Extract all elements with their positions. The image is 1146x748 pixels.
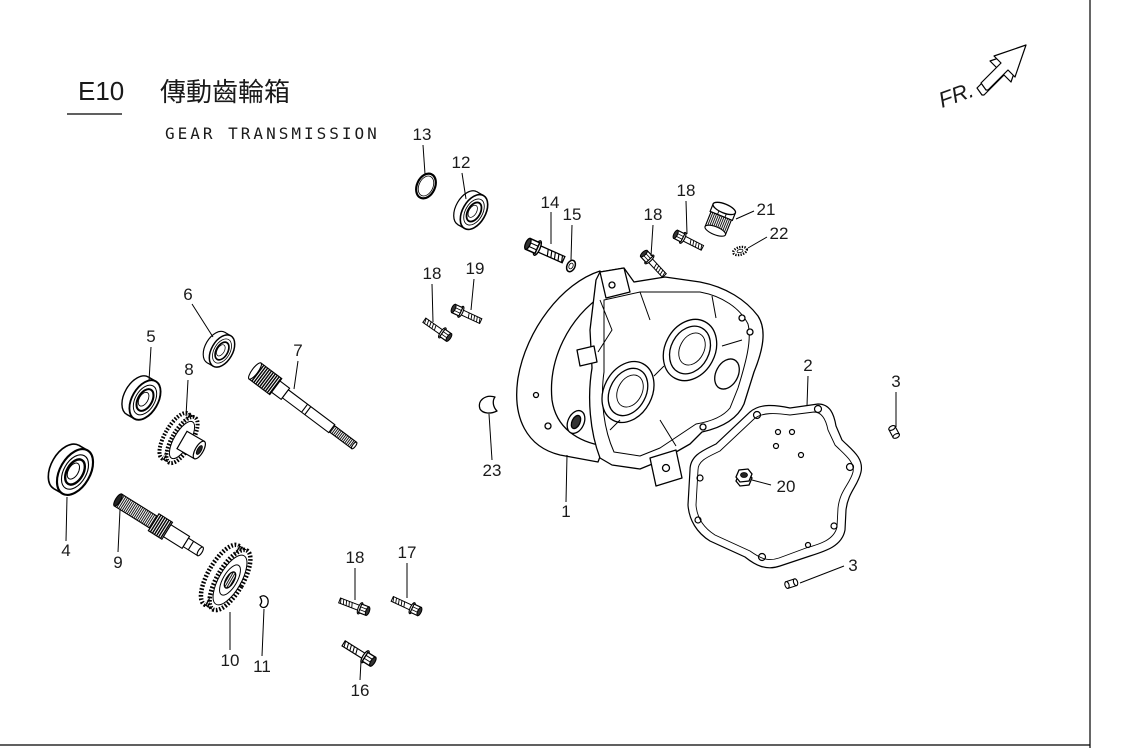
flange-bolt-drawing	[521, 234, 568, 268]
leader-line-19	[470, 278, 475, 311]
title-chinese: 傳動齒輪箱	[160, 78, 290, 108]
callout-11: 11	[253, 657, 271, 676]
retaining-clip-drawing	[478, 395, 498, 414]
callout-18-d: 18	[346, 548, 365, 567]
leader-line-9	[117, 509, 121, 553]
bearing-drawing	[197, 326, 241, 373]
oil-seal-drawing	[447, 185, 495, 236]
leader-line-8	[185, 379, 189, 417]
callout-7: 7	[293, 341, 302, 360]
filler-cap-drawing	[704, 201, 737, 237]
front-direction-arrow-icon	[976, 44, 1027, 96]
callout-3-a: 3	[891, 372, 900, 391]
output-shaft-drawing	[113, 493, 204, 557]
dowel-pin-drawing	[887, 424, 901, 440]
title-english: GEAR TRANSMISSION	[165, 124, 380, 143]
callout-16: 16	[351, 681, 370, 700]
circlip-drawing	[415, 172, 437, 200]
leader-line-11	[261, 608, 265, 657]
callout-3-b: 3	[848, 556, 857, 575]
leader-line-7	[293, 360, 299, 390]
callout-20: 20	[777, 477, 796, 496]
leader-line-4	[65, 496, 68, 542]
callout-9: 9	[113, 553, 122, 572]
gasket-drawing	[687, 403, 863, 569]
leader-line-21	[735, 210, 755, 220]
leader-line-16	[359, 660, 362, 681]
callout-14: 14	[541, 193, 560, 212]
callout-18-c: 18	[423, 264, 442, 283]
callout-12: 12	[452, 153, 471, 172]
leader-line-18-a	[650, 224, 654, 257]
callout-8: 8	[184, 360, 193, 379]
bearing-drawing	[39, 436, 102, 503]
long-bolt-drawing	[339, 636, 379, 670]
callout-22: 22	[770, 224, 789, 243]
final-gear-drawing	[198, 542, 253, 613]
leader-line-18-b	[685, 200, 688, 235]
leader-line-3-b	[799, 565, 845, 584]
callout-23: 23	[483, 461, 502, 480]
callout-15: 15	[563, 205, 582, 224]
bolt-drawing	[637, 247, 670, 281]
washer-drawing	[565, 259, 577, 273]
callout-6: 6	[183, 285, 192, 304]
leader-line-1	[565, 454, 568, 503]
clip-drawing	[259, 595, 269, 609]
leader-line-20	[751, 479, 772, 486]
leader-line-22	[747, 236, 768, 249]
leader-line-13	[422, 144, 426, 175]
callout-18-a: 18	[644, 205, 663, 224]
gearbox-housing-drawing	[516, 267, 764, 487]
callout-5: 5	[146, 327, 155, 346]
leader-line-18-c	[431, 283, 434, 323]
front-direction-label: FR.	[935, 77, 977, 113]
callout-18-b: 18	[677, 181, 696, 200]
section-code: E10	[78, 76, 124, 106]
drive-gear-drawing	[157, 410, 207, 466]
callout-17: 17	[398, 543, 417, 562]
callout-19: 19	[466, 259, 485, 278]
bolt-drawing	[420, 314, 455, 344]
bearing-drawing	[114, 369, 169, 427]
leader-line-12	[461, 172, 467, 200]
drive-shaft-drawing	[247, 362, 358, 450]
leader-line-5	[148, 346, 152, 382]
bolt-drawing	[336, 594, 373, 618]
dowel-pin-drawing	[783, 577, 800, 590]
bolt-drawing	[448, 301, 484, 328]
callout-10: 10	[221, 651, 240, 670]
leader-line-15	[570, 224, 573, 261]
callout-2: 2	[803, 356, 812, 375]
nut-drawing	[735, 468, 753, 487]
bolt-drawing	[670, 227, 706, 254]
leader-line-23	[488, 413, 493, 461]
callout-4: 4	[61, 541, 70, 560]
leader-line-2	[806, 375, 809, 407]
callout-1: 1	[561, 502, 570, 521]
callout-21: 21	[757, 200, 776, 219]
callout-13: 13	[413, 125, 432, 144]
leader-line-6	[191, 303, 214, 338]
lock-washer-drawing	[731, 245, 749, 257]
